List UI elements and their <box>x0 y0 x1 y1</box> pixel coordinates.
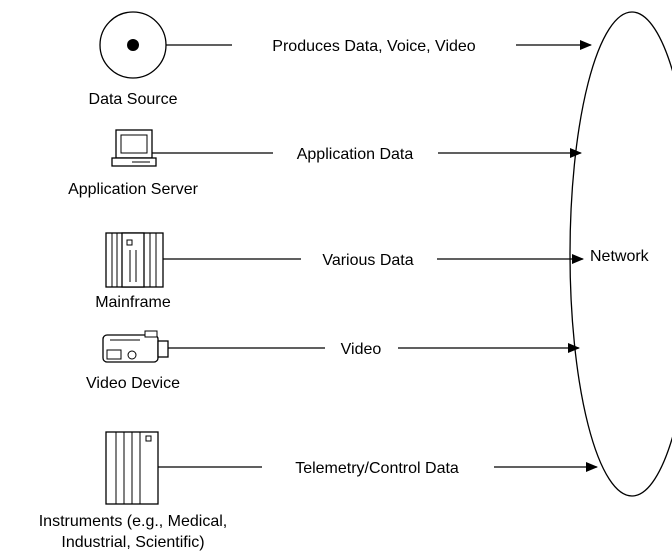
application-server-node: Application Server Application Data <box>68 129 582 198</box>
disc-icon <box>99 11 167 79</box>
mainframe-caption: Mainframe <box>95 294 171 311</box>
network-label: Network <box>590 248 650 265</box>
mainframe-cabinet-icon <box>105 232 164 288</box>
video-device-link-label: Video <box>341 341 382 358</box>
video-camera-icon <box>102 330 169 363</box>
data-source-link-label: Produces Data, Voice, Video <box>272 38 475 55</box>
instruments-link-label: Telemetry/Control Data <box>295 460 459 477</box>
application-server-link-label: Application Data <box>297 146 414 163</box>
instruments-caption-line-2: Industrial, Scientific) <box>61 534 204 551</box>
instrument-cabinet-icon <box>105 431 159 505</box>
application-server-caption: Application Server <box>68 181 199 198</box>
mainframe-node: Mainframe Various Data <box>95 232 584 311</box>
computer-monitor-icon <box>111 129 157 167</box>
data-source-node: Data Source Produces Data, Voice, Video <box>89 11 592 108</box>
video-device-caption: Video Device <box>86 375 180 392</box>
video-device-node: Video Device Video <box>86 330 580 392</box>
instruments-caption-line-1: Instruments (e.g., Medical, <box>39 513 228 530</box>
instruments-node: Instruments (e.g., Medical, Industrial, … <box>39 431 598 551</box>
network-ellipse <box>569 11 672 497</box>
data-source-caption: Data Source <box>89 91 178 108</box>
mainframe-link-label: Various Data <box>322 252 413 269</box>
